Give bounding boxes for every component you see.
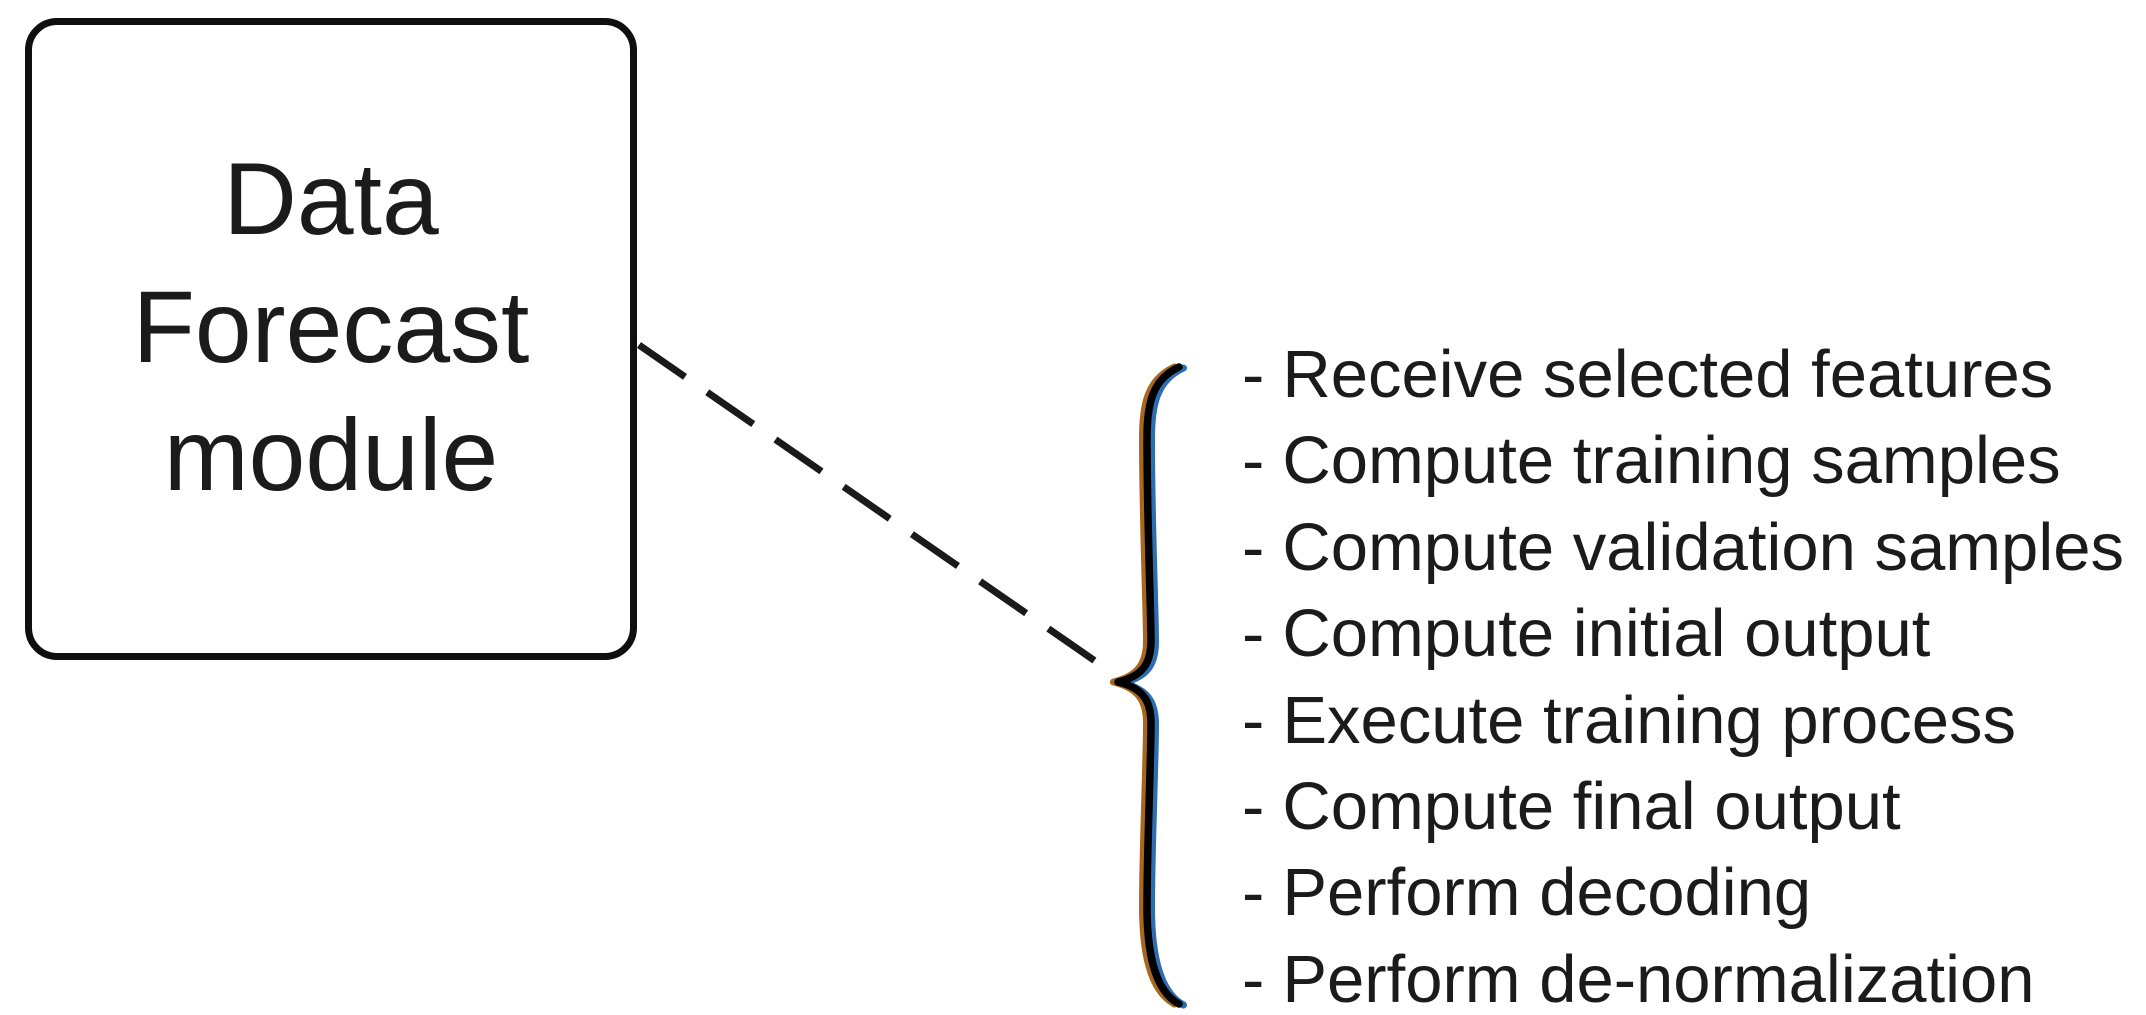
list-item: -Perform de-normalization	[1242, 937, 2124, 1015]
bullet-dash: -	[1242, 941, 1265, 1015]
list-item: -Receive selected features	[1242, 332, 2124, 418]
module-label-line-1: Data	[223, 142, 439, 256]
curly-brace-fringe-left-icon	[1110, 363, 1178, 1008]
data-forecast-module-box: Data Forecast module	[25, 18, 637, 660]
task-list: -Receive selected features -Compute trai…	[1242, 332, 2124, 1015]
list-item: -Compute initial output	[1242, 591, 2124, 677]
task-label: Perform de-normalization	[1282, 941, 2035, 1015]
bullet-dash: -	[1242, 855, 1265, 931]
list-item: -Compute validation samples	[1242, 505, 2124, 591]
bullet-dash: -	[1242, 423, 1265, 499]
curly-brace-core-icon	[1114, 363, 1183, 1008]
bullet-dash: -	[1242, 769, 1265, 845]
task-label: Execute training process	[1282, 682, 2016, 758]
task-label: Compute final output	[1282, 769, 1901, 845]
task-label: Receive selected features	[1282, 337, 2054, 412]
bullet-dash: -	[1242, 509, 1265, 585]
list-item: -Perform decoding	[1242, 850, 2124, 936]
task-label: Perform decoding	[1282, 855, 1812, 931]
dashed-connector-line	[637, 342, 1100, 666]
curly-brace-icon	[1110, 363, 1187, 1009]
task-label: Compute training samples	[1282, 423, 2061, 499]
list-item: -Execute training process	[1242, 678, 2124, 764]
list-item: -Compute training samples	[1242, 418, 2124, 504]
module-label-line-3: module	[163, 398, 499, 512]
module-label-line-2: Forecast	[132, 270, 530, 384]
bullet-dash: -	[1242, 682, 1265, 758]
bullet-dash: -	[1242, 596, 1265, 672]
bullet-dash: -	[1242, 337, 1265, 412]
task-label: Compute initial output	[1282, 596, 1931, 672]
module-box-label: Data Forecast module	[133, 135, 530, 519]
curly-brace-fringe-right-icon	[1119, 364, 1187, 1009]
task-label: Compute validation samples	[1282, 509, 2124, 585]
list-item: -Compute final output	[1242, 764, 2124, 850]
